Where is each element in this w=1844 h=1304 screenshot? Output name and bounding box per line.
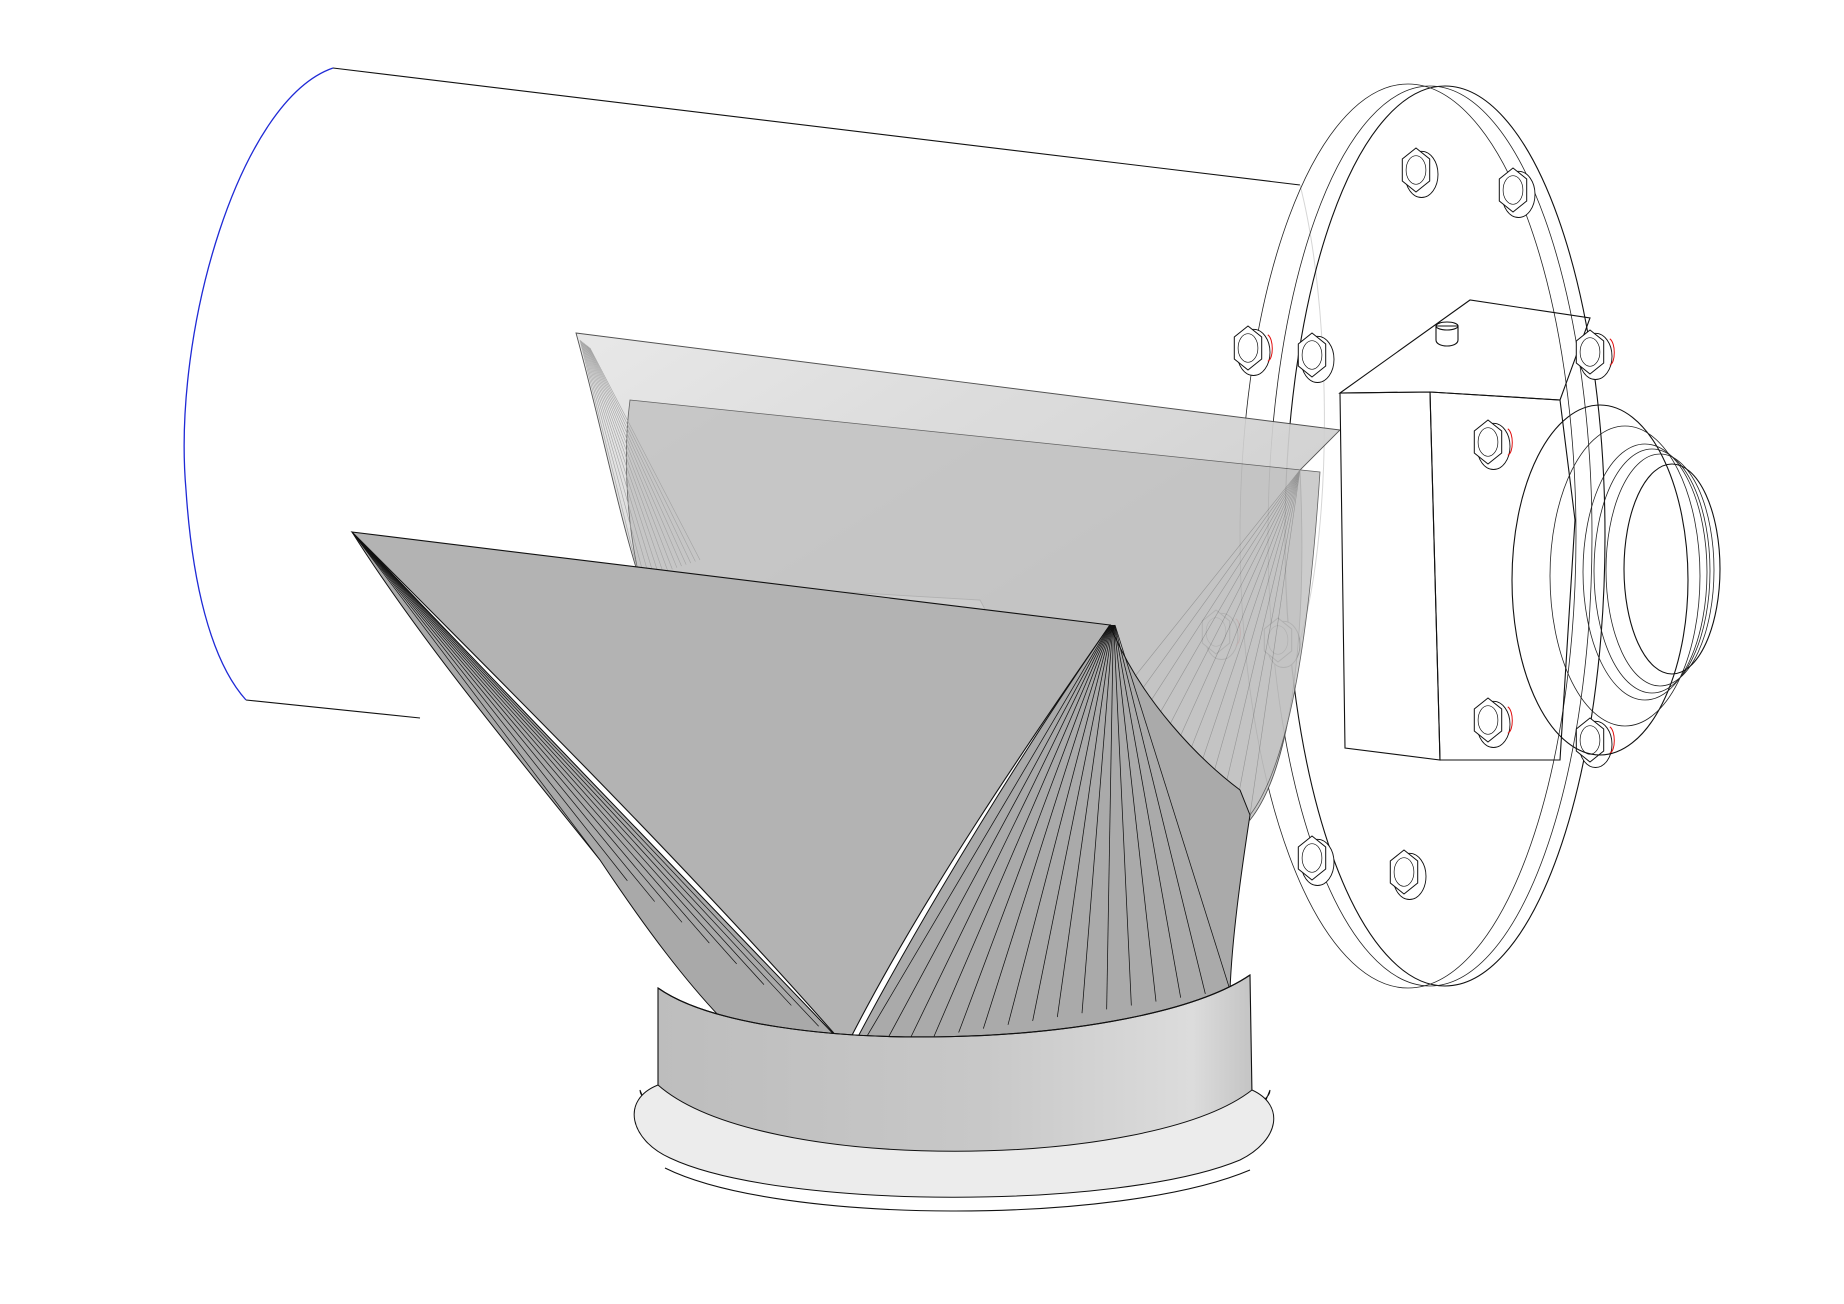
block-bolt-4 [1575, 717, 1615, 768]
left-cone-line [351, 531, 737, 965]
end-cap-thread-3 [1605, 453, 1715, 687]
rear-fan-line [1167, 469, 1301, 764]
flange-bolt-1 [1401, 147, 1439, 198]
rear-fan-line [1249, 469, 1301, 816]
end-cap-base [1511, 404, 1689, 756]
bearing-grease-nipple [1435, 325, 1459, 347]
left-cone-line [351, 531, 601, 861]
bearing-block-top [1338, 299, 1591, 401]
flange-face-outer [1284, 85, 1606, 987]
left-cone-line [351, 531, 792, 1006]
right-cone-line [958, 624, 1112, 1033]
left-cone-line [351, 531, 683, 923]
flange-bolt-4 [1297, 332, 1335, 383]
right-cone-line [982, 624, 1113, 1029]
bearing-block-front [1339, 391, 1441, 761]
rear-fan-line [579, 339, 641, 581]
left-cone-line [351, 531, 628, 881]
left-cone-line [351, 531, 819, 1027]
right-cone-line [908, 624, 1112, 1041]
rear-fan-line [589, 347, 701, 561]
collar-base-rim [664, 1167, 1251, 1212]
right-cone-line [859, 624, 1111, 1049]
right-cone-line [1081, 624, 1114, 1014]
rear-fan-line [587, 346, 687, 565]
end-cap-thread-1 [1582, 443, 1708, 701]
block-bolt-1 [1575, 329, 1615, 380]
housing-silhouette-arc [183, 67, 334, 701]
housing-inner-edge [1299, 184, 1325, 641]
housing-bottom-edge [245, 699, 421, 719]
rear-fan-line [582, 341, 655, 576]
rear-fan-line [1195, 469, 1301, 781]
right-cone-line [1032, 624, 1113, 1022]
rear-fan-line [585, 344, 673, 570]
rear-fan-line [1208, 469, 1301, 790]
front-diverter-blade [350, 531, 1251, 1049]
bearing-block-side [1429, 391, 1576, 761]
collar-top-edge [657, 974, 1251, 1038]
collar-base-flare [633, 1084, 1275, 1198]
right-cone-line [1113, 624, 1182, 998]
rear-fan-line [1222, 469, 1301, 798]
block-bolt-3 [1473, 697, 1513, 748]
rear-fan-line [1113, 469, 1301, 729]
right-cone-line [933, 624, 1112, 1037]
cylindrical-housing [183, 67, 1325, 719]
bearing-block [1338, 299, 1615, 768]
right-cone-line [1113, 624, 1157, 1002]
bearing-grease-nipple-top [1435, 321, 1459, 331]
right-cone-line [884, 624, 1111, 1045]
right-cone-line [1056, 624, 1114, 1018]
rear-fan-line [582, 342, 659, 574]
end-cap-thread-2 [1593, 448, 1711, 694]
rear-fan-line [588, 347, 696, 562]
outlet-collar [633, 973, 1275, 1212]
rear-fan-line [586, 345, 682, 567]
left-cone-line [351, 531, 655, 902]
right-cone-line [1007, 624, 1113, 1025]
flange-bolt-7 [1297, 835, 1335, 886]
left-cone-line [351, 531, 765, 985]
rear-fan-line [1181, 469, 1301, 772]
right-cone-line [1114, 624, 1206, 994]
block-bolt-2 [1473, 419, 1513, 470]
flange-bolt-3 [1233, 325, 1273, 376]
left-cone-line [351, 531, 710, 944]
right-cone-line [1106, 624, 1114, 1010]
shaft-end-cap [1511, 404, 1721, 756]
rear-fan-line [583, 342, 664, 573]
right-cone-line [1113, 624, 1132, 1006]
rear-fan-line [1127, 469, 1301, 738]
flange-bolt-8 [1389, 849, 1427, 900]
rear-fan-line [1140, 469, 1301, 747]
rear-fan-line [584, 343, 668, 571]
rear-fan-line [580, 340, 645, 579]
right-cone-line [1114, 624, 1231, 991]
rear-fan-line [581, 341, 650, 578]
end-cap-ring [1549, 425, 1701, 727]
rear-fan-line [1154, 469, 1301, 755]
flange-bolt-2 [1498, 167, 1536, 218]
left-cone-line [351, 531, 847, 1048]
end-cap-face [1623, 463, 1721, 675]
rear-fan-line [588, 346, 692, 564]
housing-top-edge [332, 67, 1301, 186]
rear-fan-line [1236, 469, 1301, 807]
rear-fan-line [585, 344, 678, 568]
